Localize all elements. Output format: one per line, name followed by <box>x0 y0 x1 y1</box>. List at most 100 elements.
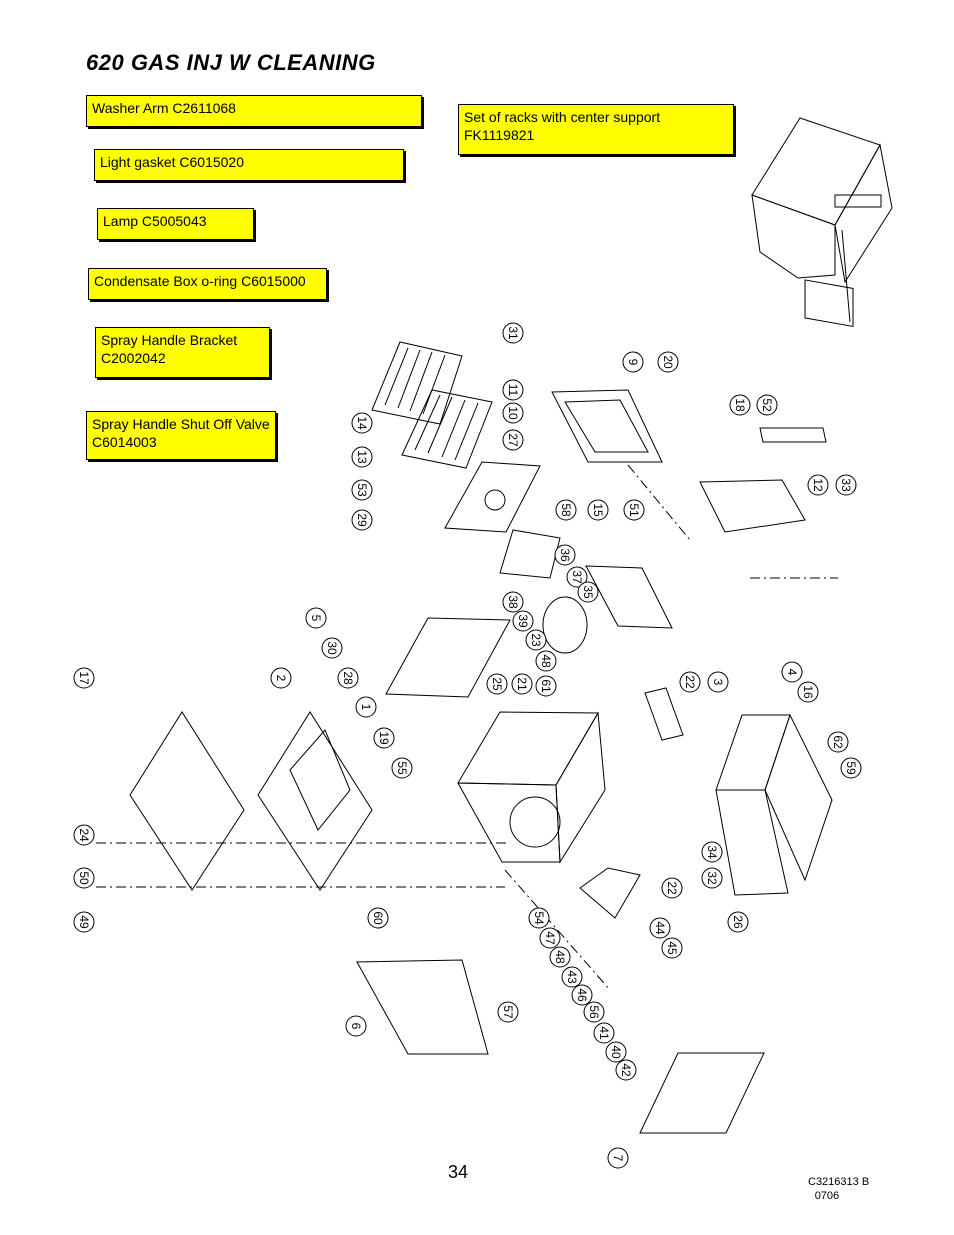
callout-label: 6 <box>349 1023 363 1030</box>
callout-label: 51 <box>627 503 641 517</box>
callout-label: 30 <box>325 641 339 655</box>
callout-label: 47 <box>543 931 557 945</box>
callout-18: 18 <box>729 394 751 416</box>
callout-26: 26 <box>727 911 749 933</box>
spray-bracket-text-1: Spray Handle Bracket <box>101 332 238 348</box>
callout-40: 40 <box>605 1041 627 1063</box>
callout-label: 52 <box>760 398 774 412</box>
callout-31: 31 <box>502 322 524 344</box>
top-panel-drawing <box>444 461 541 533</box>
callout-label: 28 <box>341 671 355 685</box>
callout-27: 27 <box>502 429 524 451</box>
rack-drawing <box>371 341 493 469</box>
callout-57: 57 <box>497 1001 519 1023</box>
callout-22: 22 <box>661 877 683 899</box>
callout-label: 42 <box>619 1063 633 1077</box>
spray-valve-text-2: C6014003 <box>92 434 157 450</box>
callout-11: 11 <box>502 379 524 401</box>
callout-36: 36 <box>554 544 576 566</box>
doc-date-text: 0706 <box>814 1190 840 1202</box>
callout-label: 19 <box>377 731 391 745</box>
callout-label: 12 <box>811 478 825 492</box>
callout-42: 42 <box>615 1059 637 1081</box>
callout-14: 14 <box>351 412 373 434</box>
callout-38: 38 <box>502 591 524 613</box>
callout-label: 43 <box>565 970 579 984</box>
callout-label: 37 <box>570 570 584 584</box>
callout-7: 7 <box>607 1147 629 1169</box>
callout-label: 2 <box>274 675 288 682</box>
callout-label: 49 <box>77 915 91 929</box>
lamp-text: Lamp C5005043 <box>103 213 207 229</box>
doc-number-text: C3216313 B <box>808 1176 870 1188</box>
callout-label: 20 <box>661 355 675 369</box>
callout-label: 54 <box>532 911 546 925</box>
door-drawing <box>551 389 663 463</box>
callout-58: 58 <box>555 499 577 521</box>
callout-label: 13 <box>355 450 369 464</box>
callout-label: 32 <box>705 871 719 885</box>
callout-51: 51 <box>623 499 645 521</box>
callout-20: 20 <box>657 351 679 373</box>
callout-2: 2 <box>270 667 292 689</box>
callout-label: 21 <box>515 677 529 691</box>
callout-61: 61 <box>535 675 557 697</box>
callout-9: 9 <box>622 351 644 373</box>
callout-41: 41 <box>593 1022 615 1044</box>
callout-15: 15 <box>587 499 609 521</box>
spray-bracket-text-2: C2002042 <box>101 350 166 366</box>
callout-28: 28 <box>337 667 359 689</box>
callout-19: 19 <box>373 727 395 749</box>
callout-29: 29 <box>351 509 373 531</box>
callout-label: 5 <box>309 615 323 622</box>
callout-25: 25 <box>486 673 508 695</box>
callout-label: 17 <box>77 671 91 685</box>
callout-43: 43 <box>561 966 583 988</box>
callout-label: 48 <box>553 950 567 964</box>
callout-label: 23 <box>529 633 543 647</box>
callout-23: 23 <box>525 629 547 651</box>
callout-54: 54 <box>528 907 550 929</box>
callout-label: 9 <box>626 359 640 366</box>
control-panel-drawing <box>699 479 806 533</box>
callout-13: 13 <box>351 446 373 468</box>
callout-30: 30 <box>321 637 343 659</box>
callout-62: 62 <box>827 731 849 753</box>
callout-label: 14 <box>355 416 369 430</box>
document-number: C3216313 B 0706 <box>808 1175 869 1203</box>
page-number: 34 <box>448 1162 469 1182</box>
callout-label: 35 <box>581 585 595 599</box>
callout-label: 33 <box>839 478 853 492</box>
callout-label: 44 <box>653 921 667 935</box>
callout-52: 52 <box>756 394 778 416</box>
callout-6: 6 <box>345 1015 367 1037</box>
callout-label: 58 <box>559 503 573 517</box>
callout-56: 56 <box>583 1001 605 1023</box>
callout-label: 59 <box>844 761 858 775</box>
callout-label: 39 <box>516 614 530 628</box>
lamp-label: Lamp C5005043 <box>97 208 254 240</box>
callout-48: 48 <box>535 650 557 672</box>
callout-label: 11 <box>506 384 520 397</box>
callout-label: 1 <box>359 704 373 711</box>
side-panel-drawing <box>385 617 511 698</box>
callout-53: 53 <box>351 479 373 501</box>
callout-3: 3 <box>707 671 729 693</box>
callout-label: 60 <box>371 911 385 925</box>
callout-5: 5 <box>305 607 327 629</box>
washer-arm-label: Washer Arm C2611068 <box>86 95 422 127</box>
spray-valve-label: Spray Handle Shut Off Valve C6014003 <box>86 411 276 460</box>
callout-44: 44 <box>649 917 671 939</box>
callout-label: 7 <box>611 1155 625 1162</box>
bottom-panel-drawing <box>356 959 489 1055</box>
callout-34: 34 <box>701 841 723 863</box>
callout-50: 50 <box>73 867 95 889</box>
callout-16: 16 <box>797 681 819 703</box>
callout-label: 22 <box>683 675 697 689</box>
callout-46: 46 <box>571 984 593 1006</box>
callout-32: 32 <box>701 867 723 889</box>
callout-label: 27 <box>506 433 520 447</box>
callout-33: 33 <box>835 474 857 496</box>
inner-panel-drawing <box>257 711 373 891</box>
